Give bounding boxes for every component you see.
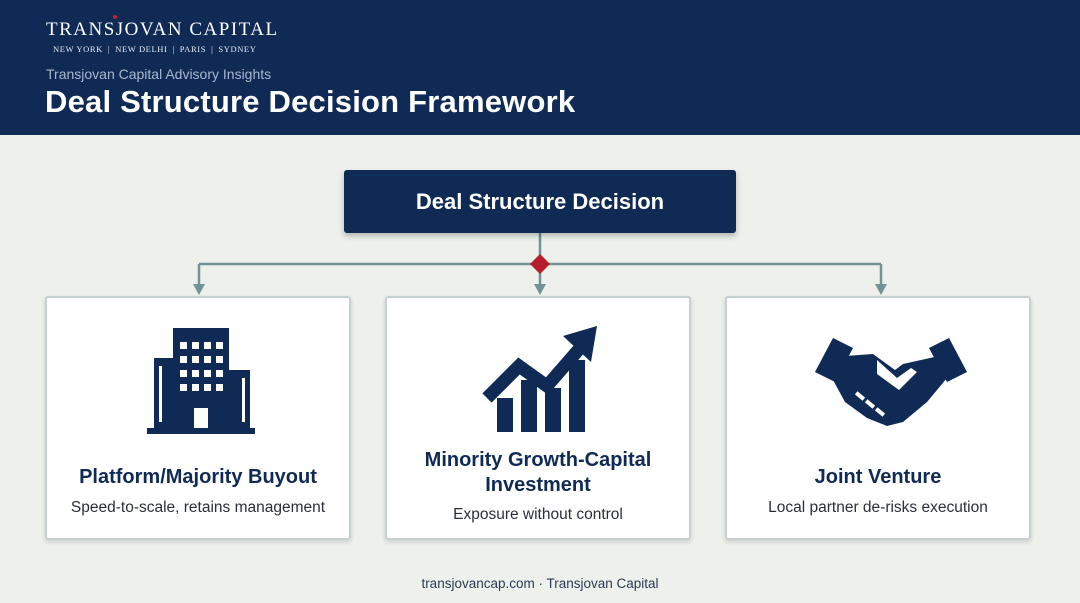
arrowhead-icon bbox=[193, 284, 205, 295]
option-card-joint-venture: Joint Venture Local partner de-risks exe… bbox=[725, 296, 1031, 540]
option-description: Speed-to-scale, retains management bbox=[70, 499, 326, 516]
city-label: SYDNEY bbox=[218, 44, 257, 54]
header-banner: TRANSJOVAN CAPITAL NEW YORK | NEW DELHI | PA… bbox=[0, 0, 1080, 135]
page-subtitle: Transjovan Capital Advisory Insights bbox=[46, 66, 272, 82]
city-separator: | bbox=[211, 44, 214, 54]
option-title: Platform/Majority Buyout bbox=[79, 466, 317, 488]
root-decision-label: Deal Structure Decision bbox=[415, 188, 665, 214]
handshake-icon bbox=[815, 338, 967, 426]
city-label: NEW YORK bbox=[53, 44, 103, 54]
city-label: NEW DELHI bbox=[115, 44, 168, 54]
decision-diamond-icon bbox=[530, 254, 550, 274]
footer-text: transjovancap.com · Transjovan Capital bbox=[421, 576, 659, 591]
page-title: Deal Structure Decision Framework bbox=[45, 84, 576, 119]
arrowhead-icon bbox=[875, 284, 887, 295]
logo-accent-dot bbox=[113, 15, 117, 19]
option-description: Local partner de-risks execution bbox=[768, 499, 988, 516]
option-title: Joint Venture bbox=[814, 466, 942, 488]
brand-logo: TRANSJOVAN CAPITAL NEW YORK | NEW DELHI | PA… bbox=[46, 15, 279, 54]
office-building-icon bbox=[147, 328, 255, 434]
city-separator: | bbox=[172, 44, 175, 54]
arrowhead-icon bbox=[534, 284, 546, 295]
city-separator: | bbox=[107, 44, 111, 54]
option-title: Minority Growth-Capital Investment bbox=[424, 449, 652, 496]
brand-name: TRANSJOVAN CAPITAL bbox=[46, 19, 279, 40]
growth-chart-icon bbox=[482, 326, 597, 432]
option-card-buyout: Platform/Majority Buyout Speed-to-scale,… bbox=[45, 296, 351, 540]
brand-cities: NEW YORK | NEW DELHI | PARIS | SYDNEY bbox=[46, 44, 279, 54]
city-label: PARIS bbox=[179, 44, 207, 54]
option-description: Exposure without control bbox=[453, 506, 623, 523]
option-card-minority: Minority Growth-Capital Investment Expos… bbox=[385, 296, 691, 540]
root-decision-node: Deal Structure Decision bbox=[344, 170, 736, 233]
